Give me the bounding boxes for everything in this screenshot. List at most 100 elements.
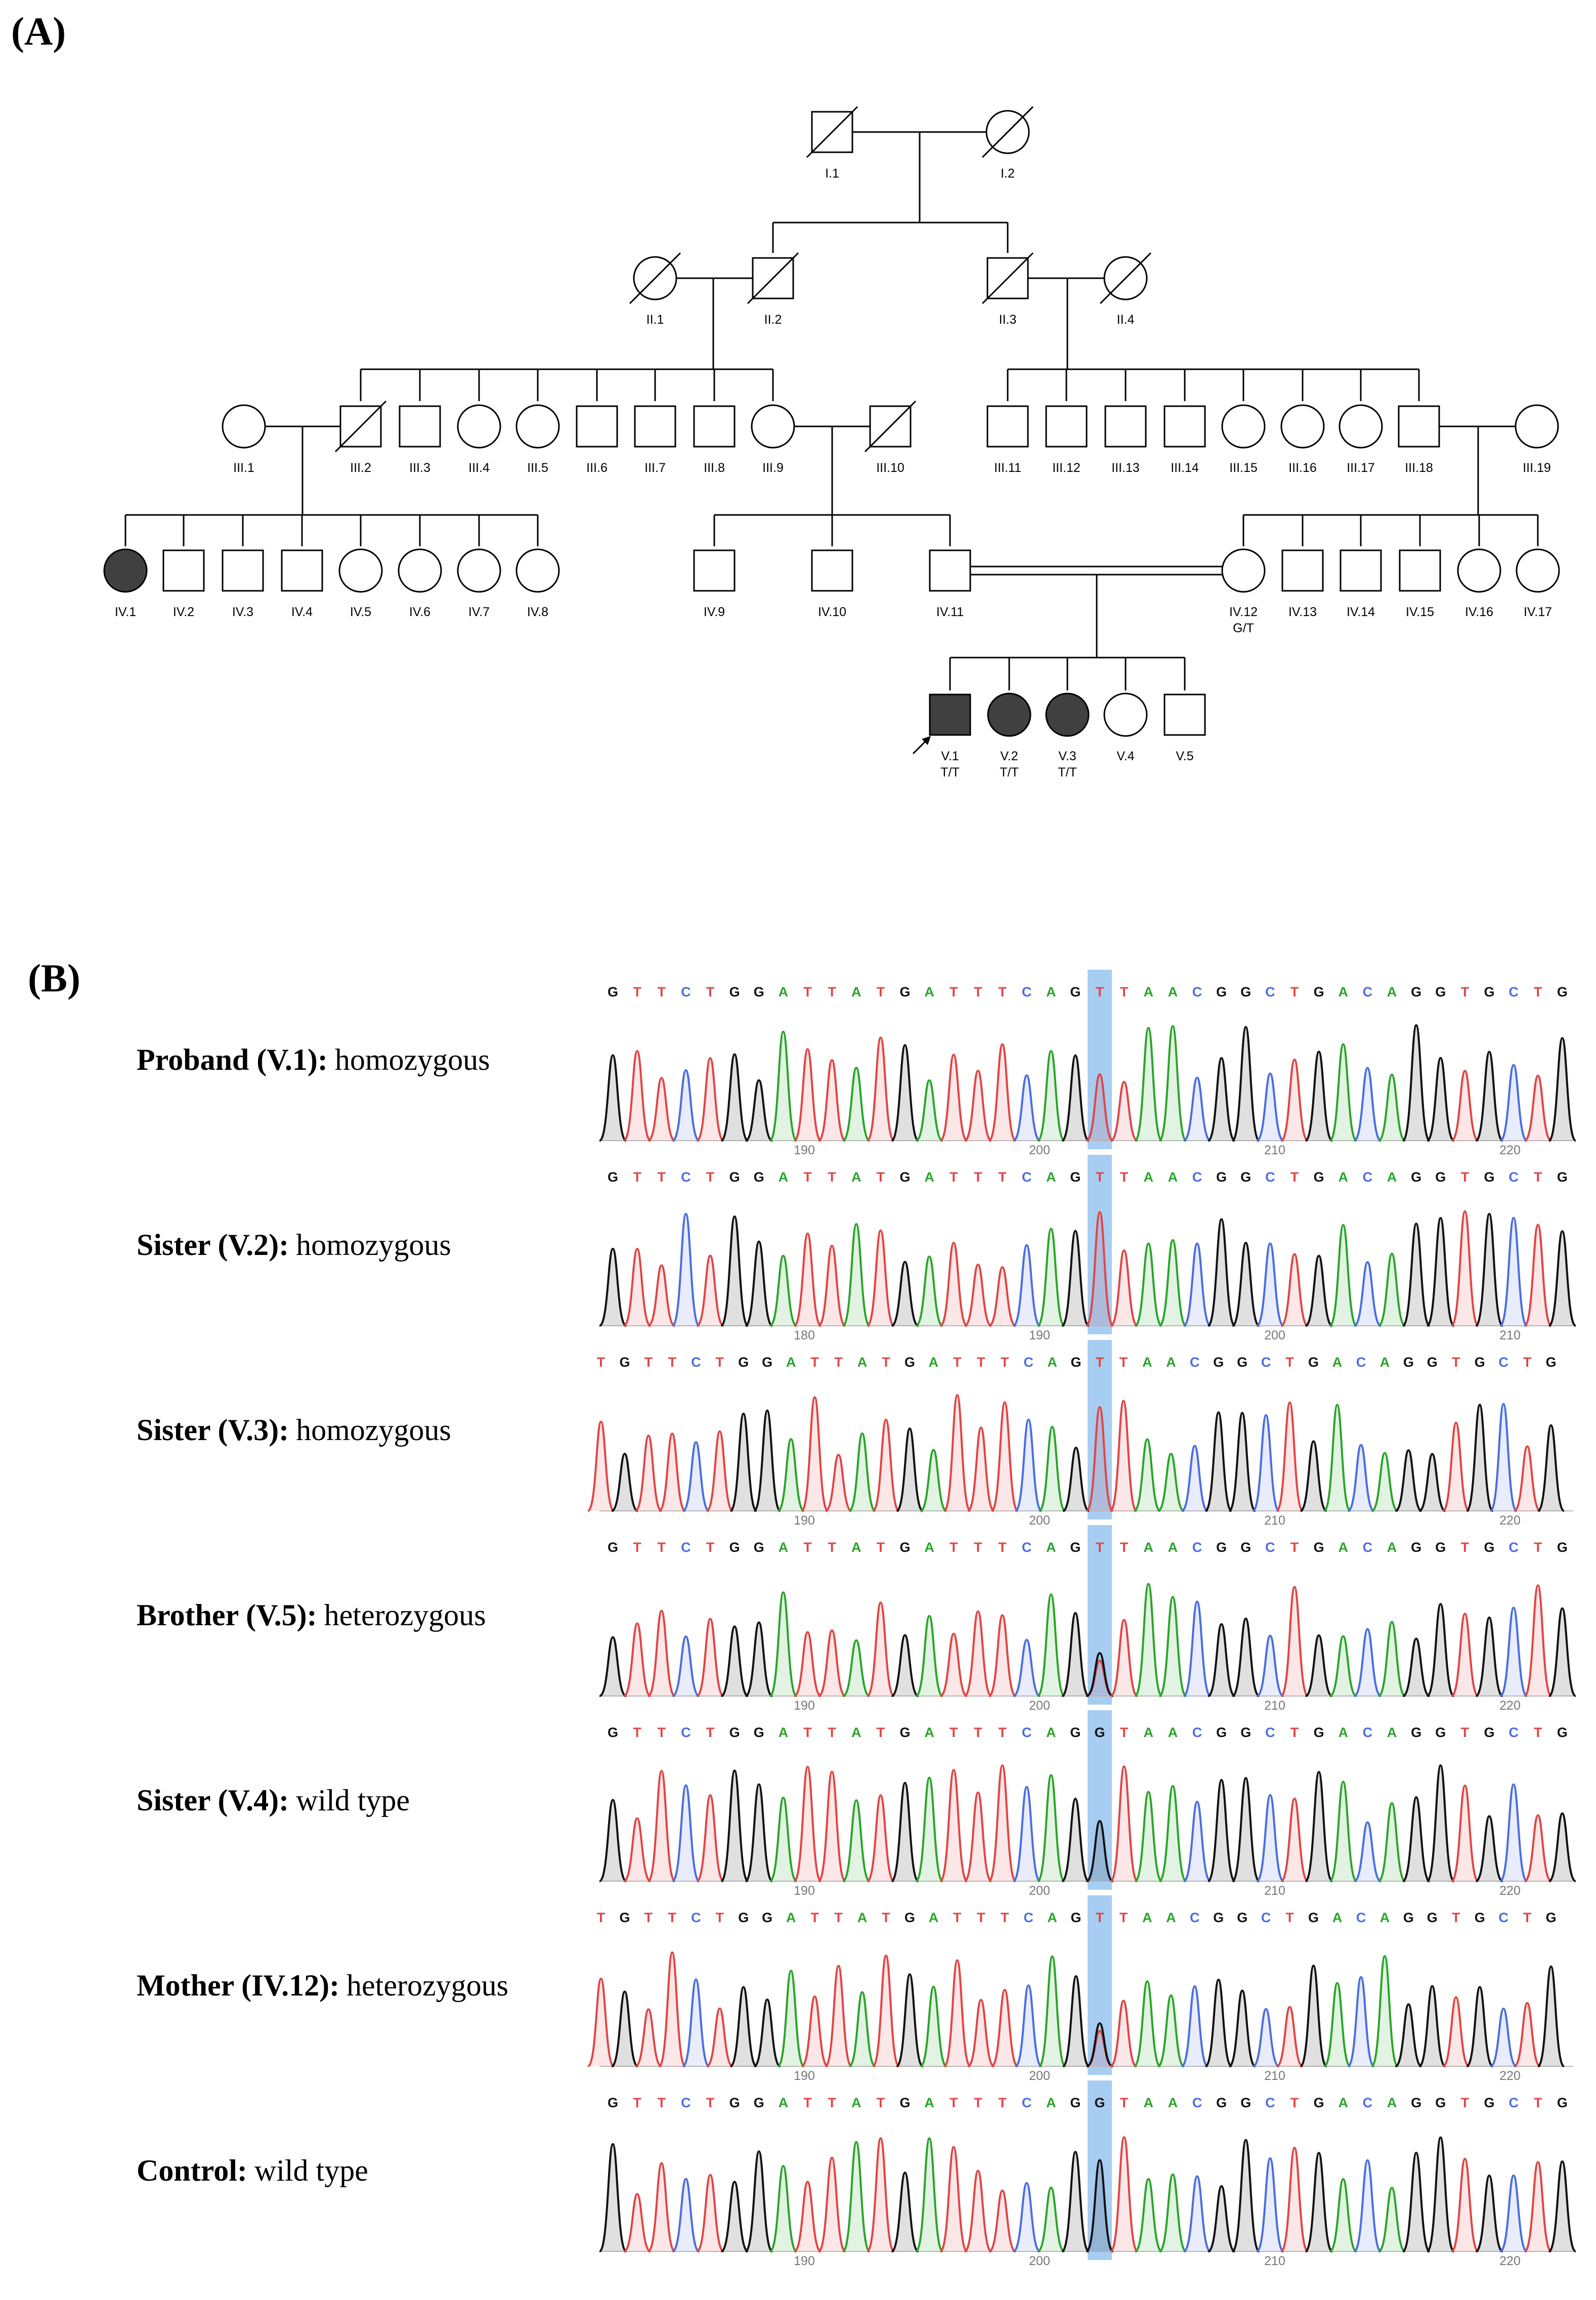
trace-peak (1086, 1073, 1114, 1142)
individual-label-V.5: V.5 (1176, 749, 1193, 763)
base-call: A (1142, 1910, 1152, 1925)
base-call: G (608, 1169, 618, 1185)
trace-peak (1475, 1616, 1503, 1697)
trace-peak (682, 1441, 710, 1512)
base-call: A (924, 2095, 934, 2110)
trace-peak (988, 1043, 1017, 1142)
base-call: G (1216, 2095, 1227, 2110)
trace-peak (939, 1769, 968, 1882)
base-call: T (974, 2095, 982, 2110)
base-call: C (1023, 1910, 1033, 1925)
base-call: T (1461, 2095, 1470, 2110)
pedigree-male-IV.3 (222, 549, 264, 592)
base-call: G (1557, 1540, 1568, 1555)
base-call: T (877, 1540, 885, 1555)
base-call: C (1022, 1540, 1032, 1555)
base-call: A (1166, 1910, 1176, 1925)
trace-peak (1451, 1613, 1479, 1697)
base-call: T (803, 1169, 812, 1185)
base-call: A (1168, 1540, 1178, 1555)
base-call: T (998, 1725, 1007, 1740)
base-call: G (1240, 1169, 1251, 1185)
trace-peak (1514, 1445, 1541, 1512)
trace-peak (915, 1255, 943, 1327)
base-call: A (924, 984, 934, 1000)
base-call: G (608, 1540, 618, 1555)
base-call: C (1192, 984, 1202, 1000)
trace-peak (1305, 1634, 1333, 1697)
trace-peak (672, 1635, 700, 1697)
position-tick: 220 (1499, 1143, 1521, 1157)
trace-peak (623, 1622, 652, 1697)
trace-peak (1300, 1440, 1327, 1512)
individual-label-III.4: III.4 (468, 461, 490, 475)
individual-label-III.14: III.14 (1171, 461, 1199, 475)
trace-peak (1299, 1965, 1328, 2067)
trace-peak (769, 2164, 797, 2252)
trace-peak (967, 1999, 995, 2067)
individual-label-IV.17: IV.17 (1524, 605, 1552, 619)
trace-peak (1183, 2175, 1211, 2252)
base-call: C (1261, 1910, 1271, 1925)
trace-peak (1442, 1996, 1470, 2067)
base-call: T (950, 1169, 958, 1185)
trace-peak (1232, 1617, 1260, 1697)
base-call: T (1096, 1169, 1104, 1185)
base-call: A (1047, 1910, 1057, 1925)
trace-peak (623, 1247, 652, 1327)
position-tick: 190 (794, 1884, 815, 1898)
base-call: A (779, 1169, 789, 1185)
base-call: T (633, 984, 641, 1000)
trace-peak (1451, 1784, 1479, 1882)
base-call: C (681, 984, 691, 1000)
base-call: T (1534, 984, 1542, 1000)
sample-label: Control:wild type (137, 2154, 368, 2187)
individual-label-IV.6: IV.6 (409, 605, 430, 619)
base-call: G (1070, 1169, 1081, 1185)
zygosity-status: heterozygous (324, 1598, 486, 1632)
trace-peak (939, 1241, 968, 1327)
base-call: G (1475, 1355, 1485, 1370)
trace-peak (964, 1264, 992, 1327)
base-call: A (1046, 984, 1056, 1000)
base-call: G (1314, 1725, 1324, 1740)
position-tick: 180 (794, 1328, 815, 1342)
base-call: G (1427, 1910, 1438, 1925)
trace-peak (696, 1794, 724, 1882)
position-tick: 190 (794, 1699, 815, 1713)
base-call: T (953, 1355, 962, 1370)
trace-peak (1183, 1600, 1212, 1697)
position-tick: 200 (1029, 1143, 1050, 1157)
trace-peak (825, 1454, 852, 1512)
individual-label-III.19: III.19 (1523, 461, 1551, 475)
base-call: T (1461, 984, 1470, 1000)
genotype-IV.12: G/T (1233, 621, 1254, 635)
pedigree-female-III.17 (1339, 404, 1383, 449)
base-call: C (1356, 1355, 1366, 1370)
trace-peak (648, 1077, 676, 1142)
individual-label-IV.10: IV.10 (818, 605, 846, 619)
base-call: T (1290, 984, 1299, 1000)
base-call: A (1339, 1540, 1349, 1555)
trace-peak (988, 1764, 1017, 1882)
base-call: T (597, 1355, 606, 1370)
trace-peak (744, 2150, 773, 2252)
position-tick: 220 (1499, 1884, 1521, 1898)
base-call: G (1216, 984, 1227, 1000)
base-call: T (706, 984, 715, 1000)
base-call: A (924, 1725, 934, 1740)
trace-peak (1548, 2160, 1576, 2252)
trace-peak (598, 2143, 627, 2252)
trace-peak (824, 1965, 853, 2067)
base-call: G (1403, 1910, 1414, 1925)
pedigree-male-IV.2 (162, 549, 205, 592)
trace-peak (1037, 1593, 1065, 1697)
trace-peak (658, 1433, 686, 1512)
trace-peak (1181, 1985, 1209, 2067)
base-call: C (1190, 1355, 1200, 1370)
individual-label-III.1: III.1 (233, 461, 254, 475)
base-call: C (1498, 1910, 1508, 1925)
trace-peak (1015, 1984, 1043, 2067)
